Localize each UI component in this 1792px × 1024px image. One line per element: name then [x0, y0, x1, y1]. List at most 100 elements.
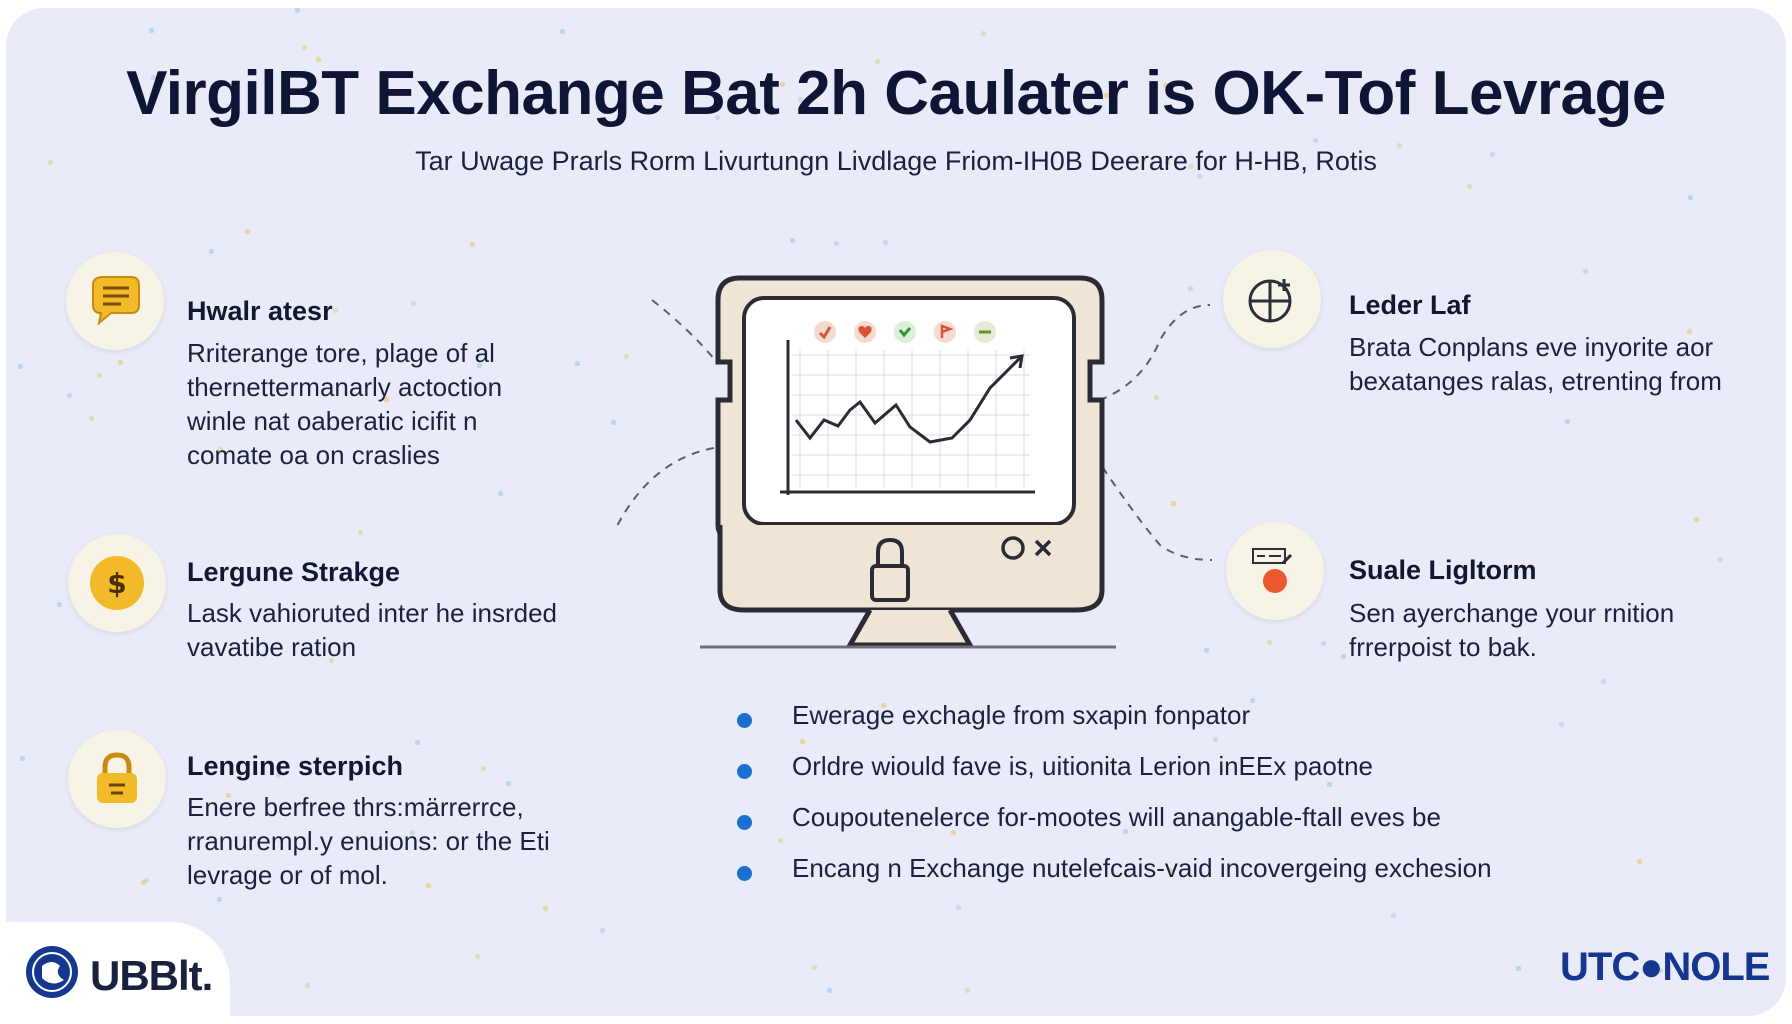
speck — [827, 988, 832, 993]
speck — [1204, 648, 1209, 653]
speck — [834, 241, 839, 246]
speck — [1154, 395, 1159, 400]
feature-text-3: Enere berfree thrs:märrerrce, rranurempl… — [187, 792, 550, 890]
speck — [1313, 138, 1318, 143]
connector-line — [651, 299, 716, 361]
flag-icon — [934, 321, 956, 343]
speck — [477, 363, 482, 368]
page-subtitle: Tar Uwage Prarls Rorm Livurtungn Livdlag… — [415, 146, 1377, 176]
monitor-illustration — [700, 275, 1116, 649]
chart-arrow — [1009, 354, 1024, 369]
logo-right: UTC●NOLE — [1560, 945, 1770, 989]
bullet-item: Encang n Exchange nutelefcais-vaid incov… — [732, 853, 1492, 904]
speck — [18, 364, 23, 369]
speck — [1165, 160, 1170, 165]
speck — [778, 838, 783, 843]
connector-line — [614, 447, 715, 531]
feature-title-2: Lergune Strakge — [187, 557, 401, 587]
speck — [97, 373, 102, 378]
speck — [1327, 782, 1332, 787]
bullet-dot — [737, 713, 752, 728]
speck — [144, 878, 149, 883]
speck — [475, 954, 480, 959]
bullet-item: Ewerage exchagle from sxapin fonpator — [732, 700, 1492, 751]
speck — [506, 781, 511, 786]
speck — [981, 31, 986, 36]
speck — [1583, 269, 1588, 274]
feature-text-1: Rriterange tore, plage of al thernetterm… — [187, 338, 503, 470]
speck — [875, 59, 880, 64]
feature-icon-chart-plus — [1223, 250, 1321, 348]
speck — [245, 229, 250, 234]
speck — [1397, 143, 1402, 148]
speck — [358, 530, 363, 535]
speck — [410, 830, 415, 835]
chart-grid — [792, 350, 1030, 488]
speck — [809, 871, 814, 876]
speck — [1687, 329, 1692, 334]
feature-icon-calculator — [1226, 522, 1324, 620]
speck — [560, 29, 565, 34]
svg-text:$: $ — [107, 567, 126, 600]
speck — [333, 308, 338, 313]
speck — [149, 28, 154, 33]
speck — [780, 82, 785, 87]
speck — [624, 354, 629, 359]
speck — [611, 420, 616, 425]
speck — [295, 8, 300, 13]
speck — [1490, 152, 1495, 157]
speck — [600, 928, 605, 933]
speck — [316, 57, 321, 62]
monitor-stand — [845, 608, 975, 648]
speck — [1637, 859, 1642, 864]
feature-icon-dollar: $ — [68, 534, 166, 632]
speck — [800, 739, 805, 744]
globe-logo-icon — [26, 946, 78, 998]
speck — [1213, 737, 1218, 742]
page-title: VirgilBT Exchange Bat 2h Caulater is OK-… — [126, 59, 1666, 128]
speck — [426, 883, 431, 888]
speck — [715, 115, 720, 120]
speck — [415, 740, 420, 745]
bullet-dot — [737, 815, 752, 830]
speck — [965, 988, 970, 993]
speck — [812, 965, 817, 970]
feature-icon-lock — [68, 730, 166, 828]
speck — [951, 830, 956, 835]
bullet-item: Coupoutenelerce for-mootes will anangabl… — [732, 802, 1492, 853]
speck — [1601, 679, 1606, 684]
speck — [470, 242, 475, 247]
calculator-icon — [1252, 548, 1293, 593]
bullet-item: Orldre wiould fave is, uitionita Lerion … — [732, 751, 1492, 802]
speck — [226, 793, 231, 798]
speck — [48, 160, 53, 165]
speck — [798, 97, 803, 102]
speck — [1694, 517, 1699, 522]
speck — [1467, 184, 1472, 189]
bullet-dot — [737, 866, 752, 881]
speck — [1391, 913, 1396, 918]
feature-text-4: Brata Conplans eve inyorite aor bexatang… — [1349, 332, 1722, 396]
speck — [1168, 868, 1173, 873]
speck — [883, 240, 888, 245]
speck — [1267, 640, 1272, 645]
speck — [1123, 829, 1128, 834]
speck — [1341, 654, 1346, 659]
heart-icon — [854, 321, 876, 343]
logo-left: UBBlt. — [0, 922, 230, 1022]
speck — [411, 301, 416, 306]
feature-text-5: Sen ayerchange your rnition frrerpoist t… — [1349, 598, 1675, 662]
bullet-list: Ewerage exchagle from sxapin fonpator Or… — [732, 700, 1492, 904]
speck — [329, 658, 334, 663]
speck — [790, 238, 795, 243]
speck — [1516, 966, 1521, 971]
speck — [20, 756, 25, 761]
check-icon — [814, 321, 836, 343]
chart-line — [794, 354, 1024, 444]
dollar-coin-icon: $ — [90, 556, 144, 610]
speck — [89, 416, 94, 421]
speck — [57, 602, 62, 607]
logo-left-text: UBBlt. — [90, 952, 213, 999]
speck — [1658, 968, 1663, 973]
feature-title-5: Suale Ligltorm — [1349, 555, 1537, 585]
